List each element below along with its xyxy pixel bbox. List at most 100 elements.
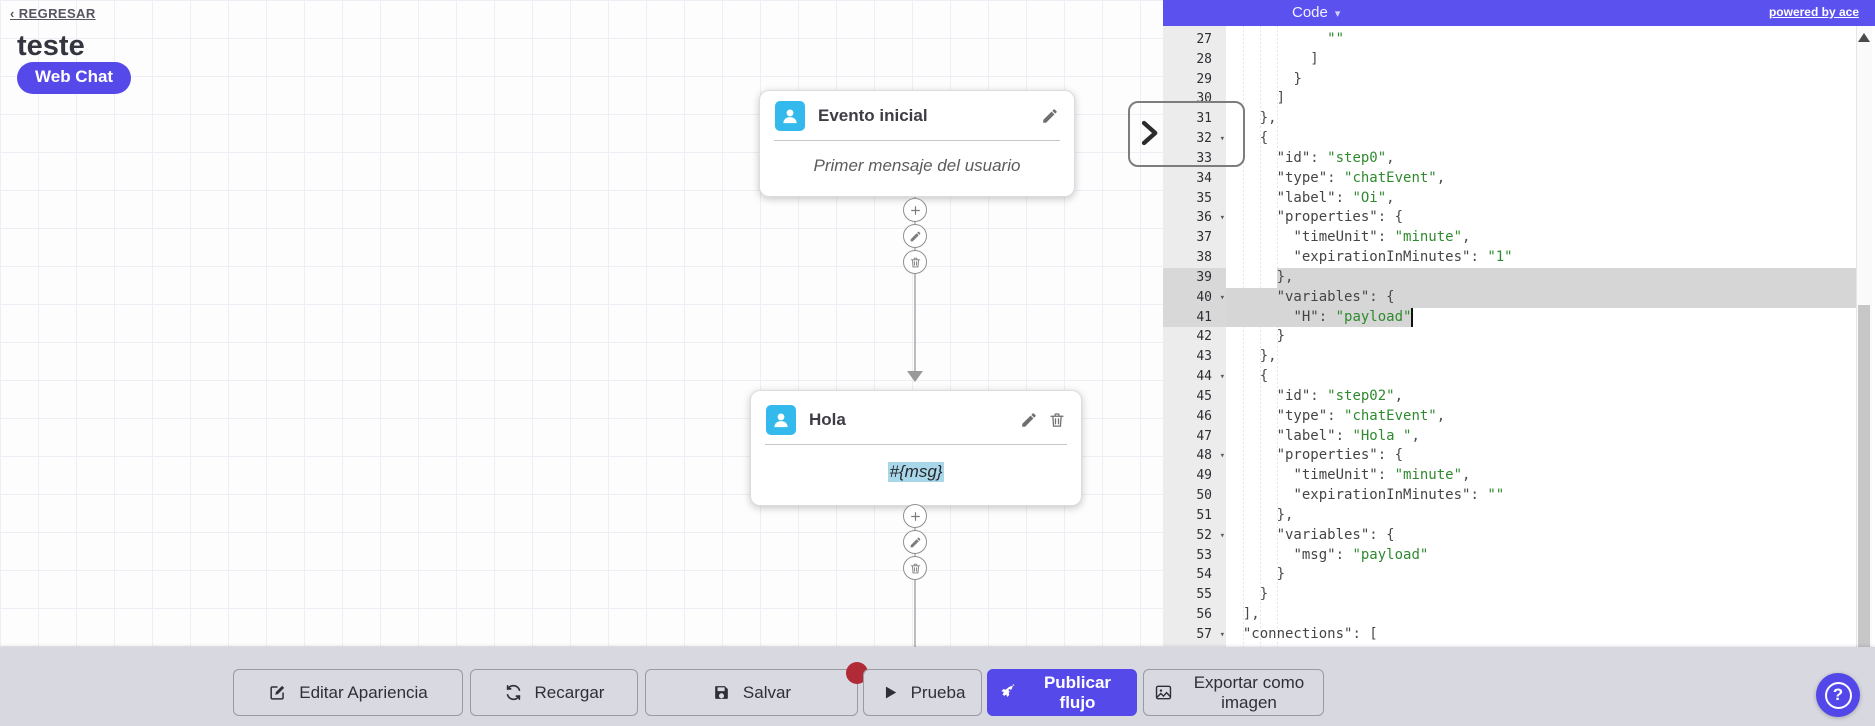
gutter-line-number[interactable]: 52▾ <box>1163 526 1226 546</box>
gutter-line-number[interactable]: 37 <box>1196 230 1212 246</box>
gutter-line-number[interactable]: 36▾ <box>1163 208 1226 228</box>
gutter-line-number[interactable]: 28 <box>1196 51 1212 67</box>
gutter-line-number[interactable]: 49 <box>1196 468 1212 484</box>
question-icon: ? <box>1824 681 1852 709</box>
flow-node-evento-inicial[interactable]: Evento inicial Primer mensaje del usuari… <box>759 90 1075 197</box>
fold-toggle-icon[interactable]: ▾ <box>1219 372 1225 383</box>
code-mode-bar[interactable]: Code▾ powered by ace <box>1163 0 1875 26</box>
fold-toggle-icon[interactable]: ▾ <box>1219 629 1225 640</box>
gutter-line-number[interactable]: 35 <box>1196 190 1212 206</box>
fold-toggle-icon[interactable]: ▾ <box>1219 213 1225 224</box>
exportar-como-imagen-button[interactable]: Exportar como imagen <box>1143 669 1324 716</box>
edit-node-icon[interactable] <box>1041 107 1059 125</box>
fold-toggle-icon[interactable]: ▾ <box>1219 292 1225 303</box>
gutter-line-number[interactable]: 38 <box>1196 250 1212 266</box>
gutter-line-number[interactable]: 41 <box>1163 307 1226 328</box>
gutter-line-number[interactable]: 44▾ <box>1163 367 1226 387</box>
gutter-line-number[interactable]: 45 <box>1196 388 1212 404</box>
gutter-line-number[interactable]: 50 <box>1196 488 1212 504</box>
publicar-flujo-button[interactable]: Publicar flujo <box>987 669 1137 716</box>
salvar-button[interactable]: Salvar <box>645 662 868 716</box>
gutter-line-number[interactable]: 48▾ <box>1163 446 1226 466</box>
gutter-line-number[interactable]: 42 <box>1196 329 1212 345</box>
connector-add-button[interactable] <box>903 504 927 528</box>
chevron-right-icon <box>1134 118 1164 151</box>
gutter-line-number[interactable]: 43 <box>1196 349 1212 365</box>
code-line: "expirationInMinutes": "1" <box>1293 249 1513 266</box>
gutter-line-number[interactable]: 31 <box>1196 111 1212 127</box>
selection-highlight <box>1226 287 1857 308</box>
edit-node-icon[interactable] <box>1020 411 1038 429</box>
gutter-line-number[interactable]: 32▾ <box>1163 129 1226 149</box>
flow-node-hola[interactable]: Hola #{msg} <box>750 390 1082 506</box>
fold-toggle-icon[interactable]: ▾ <box>1219 134 1225 145</box>
code-line: ] <box>1310 50 1319 67</box>
gutter-line-number[interactable]: 56 <box>1196 607 1212 623</box>
gutter-line-number[interactable]: 39 <box>1163 267 1226 288</box>
gutter-line-number[interactable]: 57▾ <box>1163 625 1226 645</box>
gutter-line-number[interactable]: 34 <box>1196 170 1212 186</box>
code-line: { <box>1226 645 1268 647</box>
back-link[interactable]: ‹ REGRESAR <box>10 6 96 21</box>
button-label: Prueba <box>910 682 966 702</box>
editor-scrollbar[interactable] <box>1856 26 1872 647</box>
connector-line <box>914 195 916 381</box>
gutter-line-number[interactable]: 27 <box>1196 32 1212 47</box>
code-line: "id": "step0", <box>1276 149 1395 166</box>
prueba-button[interactable]: Prueba <box>863 669 982 716</box>
connector-edit-button[interactable] <box>903 530 927 554</box>
code-line: "variables": { <box>1276 288 1395 305</box>
indent-guide <box>1242 26 1244 647</box>
gutter-line-number[interactable]: 47 <box>1196 428 1212 444</box>
editar-apariencia-button[interactable]: Editar Apariencia <box>233 669 463 716</box>
recargar-button[interactable]: Recargar <box>470 669 638 716</box>
node-header: Hola <box>751 391 1081 444</box>
selection-highlight <box>1226 307 1412 328</box>
gutter-line-number[interactable]: 54 <box>1196 567 1212 583</box>
code-line: "H": "payload" <box>1293 308 1412 325</box>
collapse-code-panel-button[interactable] <box>1128 101 1245 167</box>
gutter-line-number[interactable]: 51 <box>1196 507 1212 523</box>
fold-toggle-icon[interactable]: ▾ <box>1219 451 1225 462</box>
gutter-line-number[interactable]: 33 <box>1196 150 1212 166</box>
button-label: Exportar como imagen <box>1193 672 1305 712</box>
help-button[interactable]: ? <box>1816 673 1860 717</box>
gutter-line-number[interactable]: 55 <box>1196 587 1212 603</box>
connector-edit-button[interactable] <box>903 224 927 248</box>
node-divider <box>765 444 1067 445</box>
code-line: } <box>1276 328 1286 345</box>
button-label: Recargar <box>534 682 605 702</box>
scroll-up-icon[interactable] <box>1858 33 1870 42</box>
play-icon <box>880 683 899 702</box>
code-line: "expirationInMinutes": "" <box>1293 487 1505 504</box>
button-label: Editar Apariencia <box>299 682 428 702</box>
node-title: Hola <box>809 410 846 429</box>
toolbar-buttons: Editar Apariencia Recargar Salvar Prueba Pub… <box>233 662 1324 716</box>
code-line: ] <box>1276 90 1286 107</box>
user-icon <box>775 101 805 131</box>
connector-delete-button[interactable] <box>903 556 927 580</box>
user-icon <box>766 405 796 435</box>
scrollbar-thumb[interactable] <box>1858 305 1870 647</box>
gutter-line-number[interactable]: 53 <box>1196 547 1212 563</box>
delete-node-icon[interactable] <box>1048 411 1066 429</box>
flow-canvas[interactable]: ‹ REGRESAR teste Web Chat Evento inicial… <box>0 0 1163 647</box>
button-label: Publicar flujo <box>1043 672 1112 712</box>
gutter-line-number[interactable]: 46 <box>1196 408 1212 424</box>
fold-toggle-icon[interactable]: ▾ <box>1219 530 1225 541</box>
powered-by-ace-link[interactable]: powered by ace <box>1768 5 1859 19</box>
connector-delete-button[interactable] <box>903 250 927 274</box>
code-mode-dropdown[interactable]: Code▾ <box>1292 4 1340 21</box>
gutter-line-number[interactable]: 58▾ <box>1163 645 1226 648</box>
connector-add-button[interactable] <box>903 198 927 222</box>
variable-chip: #{msg} <box>887 462 945 482</box>
gutter-line-number[interactable]: 40▾ <box>1163 287 1226 308</box>
code-line: "timeUnit": "minute", <box>1293 229 1471 246</box>
code-line: } <box>1276 566 1286 583</box>
gutter-line-number[interactable]: 29 <box>1196 71 1212 87</box>
node-title: Evento inicial <box>818 106 928 125</box>
connector-arrowhead-icon <box>907 371 923 382</box>
button-label: Salvar <box>742 682 792 702</box>
